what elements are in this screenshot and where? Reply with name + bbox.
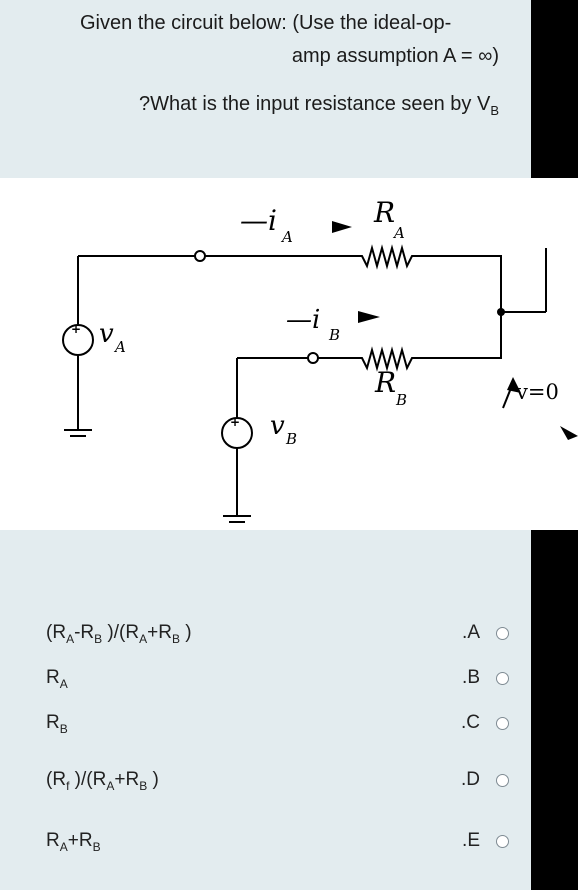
question-header: Given the circuit below: (Use the ideal-… [0, 0, 531, 178]
terminal-a [194, 250, 206, 262]
source-b-subscript: B [285, 430, 297, 448]
option-a[interactable]: (RA-RB )/(RA+RB ) .A [0, 614, 531, 654]
option-c[interactable]: RB .C [0, 704, 531, 744]
option-b-letter: .B [462, 667, 480, 688]
resistor-a-symbol: R [373, 196, 395, 229]
question-line-1: Given the circuit below: (Use the ideal-… [80, 12, 452, 34]
option-c-radio[interactable] [496, 717, 509, 730]
option-e-text: RA+RB [46, 830, 101, 854]
right-edge-bar [531, 0, 578, 178]
option-c-text: RB [46, 712, 68, 736]
source-b-plus: + [230, 415, 240, 429]
circuit-figure: —i A R A —i B R B v A v B v=0 + + [0, 178, 578, 530]
question-line-2: amp assumption A = ∞) [291, 45, 499, 67]
option-e[interactable]: RA+RB .E [0, 822, 531, 862]
option-d[interactable]: (Rf )/(RA+RB ) .D [0, 761, 531, 801]
option-d-radio[interactable] [496, 774, 509, 787]
option-d-text: (Rf )/(RA+RB ) [46, 769, 159, 793]
question-prompt: ?What is the input resistance seen by V [139, 93, 491, 115]
option-e-radio[interactable] [496, 835, 509, 848]
voltage-zero-label: v=0 [515, 380, 559, 404]
source-a-symbol: v [99, 319, 114, 349]
option-c-letter: .C [461, 712, 480, 733]
current-a-symbol: —i [240, 204, 277, 237]
current-a-subscript: A [280, 228, 293, 246]
option-a-letter: .A [462, 622, 480, 643]
terminal-b [307, 352, 319, 364]
summing-node [497, 308, 505, 316]
source-a-plus: + [71, 322, 81, 336]
resistor-a-subscript: A [392, 224, 405, 242]
resistor-b-subscript: B [395, 391, 407, 409]
circuit-diagram: —i A R A —i B R B v A v B v=0 + + [62, 196, 578, 523]
option-a-text: (RA-RB )/(RA+RB ) [46, 622, 192, 646]
current-b-subscript: B [328, 326, 340, 344]
resistor-rb [318, 311, 546, 372]
question-line-3: ?What is the input resistance seen by VB [139, 93, 499, 118]
source-a-subscript: A [113, 338, 126, 356]
source-b-symbol: v [270, 411, 285, 441]
option-b[interactable]: RA .B [0, 659, 531, 699]
resistor-ra [205, 244, 502, 312]
option-b-text: RA [46, 667, 68, 691]
current-b-symbol: —i [286, 305, 320, 335]
resistor-b-symbol: R [374, 366, 396, 399]
option-e-letter: .E [462, 830, 480, 851]
option-d-letter: .D [461, 769, 480, 790]
current-a-arrowhead [332, 221, 352, 233]
option-a-radio[interactable] [496, 627, 509, 640]
current-b-arrowhead [358, 311, 380, 323]
question-subscript: B [490, 103, 499, 118]
option-b-radio[interactable] [496, 672, 509, 685]
voltage-up-arrowhead [507, 377, 521, 393]
voltage-side-arrowhead [560, 426, 578, 440]
